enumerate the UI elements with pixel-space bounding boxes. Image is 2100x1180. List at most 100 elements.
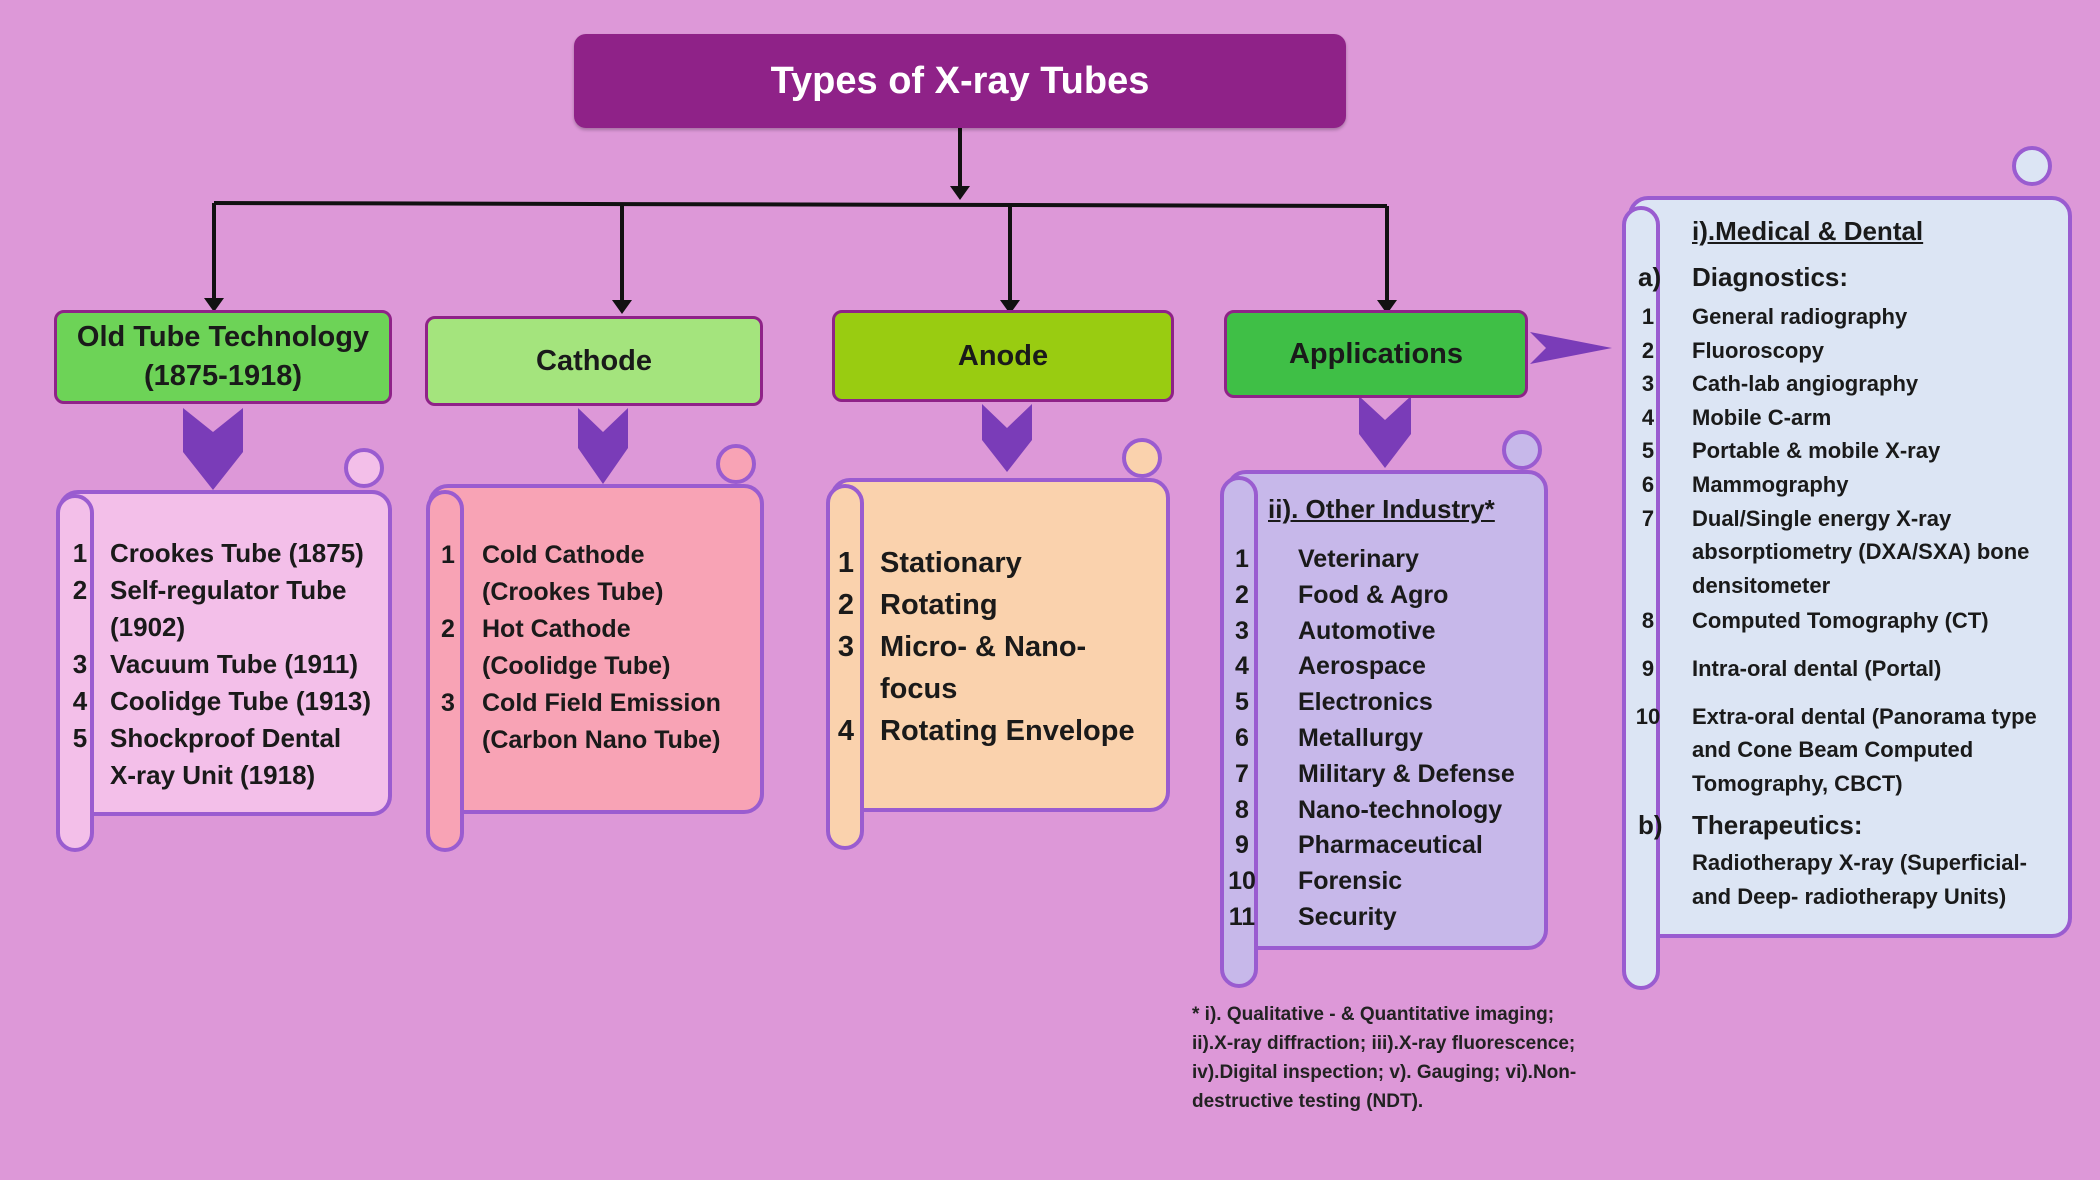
item-text: Stationary — [880, 542, 1158, 584]
scroll-curl — [2012, 146, 2052, 186]
diagnostics-list: 1 General radiography 2 Fluoroscopy 3 Cath-la… — [1630, 300, 2060, 800]
item-text: General radiography — [1692, 300, 2060, 334]
item-text: Veterinary — [1298, 545, 1419, 573]
other-industry-item: 4 Aerospace — [1224, 649, 1534, 685]
item-text: Portable & mobile X-ray — [1692, 434, 2060, 468]
medical-dental-heading: i).Medical & Dental — [1692, 216, 1924, 246]
item-text: Vacuum Tube (1911) — [110, 646, 378, 683]
item-number: 11 — [1228, 902, 1256, 931]
cathode-list: 1 Cold Cathode(Crookes Tube) 2 Hot Cathode(… — [436, 537, 752, 759]
item-text: Hot Cathode(Coolidge Tube) — [482, 611, 752, 685]
item-text: Mobile C-arm — [1692, 401, 2060, 435]
chevron-down-icon — [982, 404, 1032, 472]
item-number: 4 — [1235, 652, 1249, 681]
item-line: Rotating — [880, 589, 998, 621]
item-number: 7 — [1235, 759, 1249, 788]
diagnostics-marker: a) — [1638, 262, 1662, 292]
item-text: Cold Field Emission (Carbon Nano Tube) — [482, 685, 752, 759]
item-number: 1 — [441, 541, 455, 569]
therapeutics-line2: and Deep- radiotherapy Units) — [1692, 884, 2007, 909]
item-line: Cath-lab angiography — [1692, 371, 1919, 397]
item-line: densitometer — [1692, 572, 1831, 598]
item-text: Aerospace — [1298, 652, 1426, 681]
item-text: Micro- & Nano-focus — [880, 626, 1158, 710]
item-number: 2 — [837, 589, 855, 621]
item-line: Shockproof Dental — [110, 723, 342, 753]
cathode-item: 2 Hot Cathode(Coolidge Tube) — [436, 611, 752, 685]
footnote-line3: iv).Digital inspection; v). Gauging; vi)… — [1192, 1062, 1577, 1083]
item-number: 4 — [72, 686, 88, 716]
footnote-line1: * i). Qualitative - & Quantitative imagi… — [1192, 1004, 1555, 1025]
item-number: 1 — [1641, 304, 1655, 329]
item-text: Cold Cathode(Crookes Tube) — [482, 537, 752, 611]
cathode-label: Cathode — [536, 344, 652, 377]
diagnostics-item: 3 Cath-lab angiography — [1630, 367, 2060, 401]
diagnostics-item: 9 Intra-oral dental (Portal) — [1630, 652, 2060, 686]
chevron-down-icon — [578, 408, 628, 484]
scroll-curl — [1502, 430, 1542, 470]
item-number: 9 — [1235, 831, 1249, 860]
item-line: (Crookes Tube) — [482, 578, 664, 606]
footnote-line4: destructive testing (NDT). — [1192, 1091, 1424, 1112]
chevron-right-icon — [1530, 332, 1612, 364]
item-number: 3 — [1235, 616, 1249, 645]
arrowhead-down — [1377, 300, 1397, 314]
therapeutics-label: Therapeutics: — [1692, 810, 1863, 840]
old-tube-item: 1 Crookes Tube (1875) — [68, 535, 378, 572]
item-line: (Coolidge Tube) — [482, 652, 671, 680]
item-number: 2 — [441, 615, 455, 643]
item-number: 2 — [1641, 337, 1655, 363]
item-number: 10 — [1228, 867, 1256, 896]
item-line: Computed Tomography (CT) — [1692, 608, 1989, 634]
item-text: Rotating Envelope — [880, 710, 1158, 752]
diagnostics-label: Diagnostics: — [1692, 262, 1849, 292]
item-text: Security — [1298, 902, 1397, 931]
diagnostics-item: 2 Fluoroscopy — [1630, 334, 2060, 368]
item-text: Computed Tomography (CT) — [1692, 604, 2060, 638]
item-line: (Carbon Nano Tube) — [482, 726, 721, 754]
item-line: and Cone Beam Computed — [1692, 737, 1974, 763]
item-number: 8 — [1641, 608, 1655, 634]
anode-item: 1 Stationary — [834, 542, 1158, 584]
item-line: Vacuum Tube (1911) — [110, 649, 359, 679]
item-line: Tomography, CBCT) — [1692, 770, 1903, 796]
item-number: 3 — [72, 649, 88, 679]
scroll-curl — [716, 444, 756, 484]
item-text: Intra-oral dental (Portal) — [1692, 652, 2060, 686]
item-number: 1 — [837, 547, 855, 579]
diagnostics-item: 1 General radiography — [1630, 300, 2060, 334]
item-line: Fluoroscopy — [1692, 337, 1825, 363]
item-line: Micro- & Nano- — [880, 631, 1087, 663]
item-number: 1 — [72, 538, 88, 568]
item-line: Crookes Tube (1875) — [110, 538, 364, 568]
item-number: 2 — [72, 575, 88, 605]
item-text: Automotive — [1298, 616, 1436, 645]
arrowhead-down — [612, 300, 632, 314]
item-line: absorptiometry (DXA/SXA) bone — [1692, 539, 2030, 565]
item-number: 9 — [1641, 655, 1655, 681]
item-line: Mammography — [1692, 471, 1849, 497]
item-text: Crookes Tube (1875) — [110, 535, 378, 572]
item-text: Self-regulator Tube(1902) — [110, 572, 378, 646]
item-line: (1902) — [110, 612, 186, 642]
item-line: Portable & mobile X-ray — [1692, 438, 1941, 464]
item-number: 3 — [1641, 371, 1655, 397]
other-industry-item: 11 Security — [1224, 900, 1534, 936]
applications-label: Applications — [1288, 337, 1463, 370]
item-line: Cold Field Emission — [482, 689, 721, 717]
